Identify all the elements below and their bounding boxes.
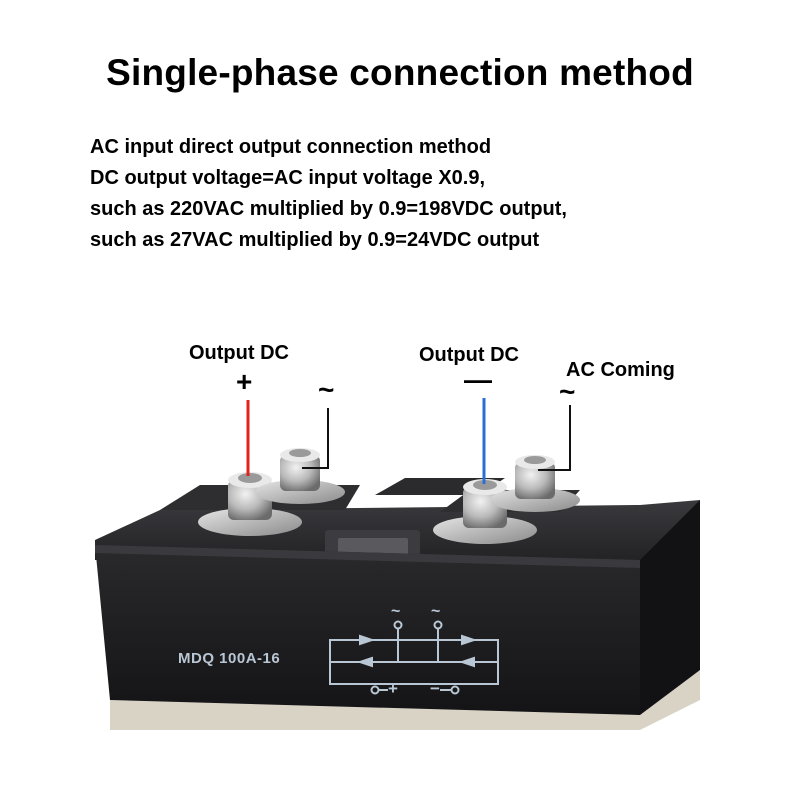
label-output-dc-positive: Output DC	[189, 342, 289, 364]
ac-symbol-left: ~	[318, 374, 335, 405]
circuit-minus: −	[430, 679, 440, 698]
center-recess-inner	[338, 538, 408, 556]
description-block: AC input direct output connection method…	[90, 132, 567, 256]
description-line-3: such as 220VAC multiplied by 0.9=198VDC …	[90, 198, 567, 220]
negative-symbol: —	[464, 364, 492, 395]
ac-symbol-right: ~	[559, 376, 576, 407]
wire-ac-left	[302, 408, 329, 469]
front-ridge	[95, 545, 640, 568]
circuit-plus: +	[388, 679, 398, 698]
positive-symbol: +	[236, 366, 253, 397]
terminal-positive	[198, 472, 302, 536]
module-front	[95, 545, 640, 715]
circuit-tilde-1: ~	[391, 603, 401, 620]
description-line-1: AC input direct output connection method	[90, 136, 492, 158]
module-marking: MDQ 100A-16	[178, 650, 281, 667]
wire-ac-right	[538, 405, 571, 471]
page-title: Single-phase connection method	[106, 52, 694, 93]
bridge-circuit-symbol	[329, 620, 499, 695]
label-output-dc-negative: Output DC	[419, 344, 519, 366]
label-ac-coming: AC Coming	[566, 359, 675, 381]
terminal-ac-right	[490, 455, 580, 512]
description-line-2: DC output voltage=AC input voltage X0.9,	[90, 167, 486, 189]
terminal-ac-left	[255, 448, 345, 504]
circuit-tilde-2: ~	[431, 603, 441, 620]
description-line-4: such as 27VAC multiplied by 0.9=24VDC ou…	[90, 229, 540, 251]
